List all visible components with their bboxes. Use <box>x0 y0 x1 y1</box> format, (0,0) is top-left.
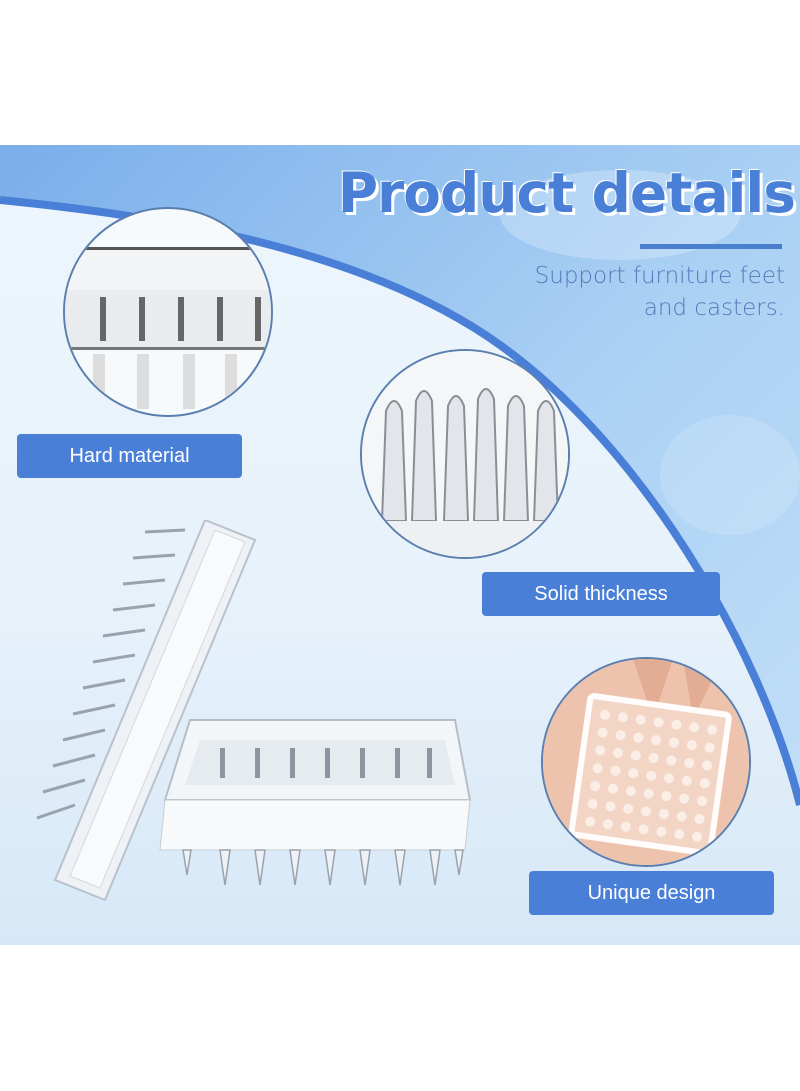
background-arc-graphic <box>0 145 800 945</box>
feature-image-solid-thickness <box>360 349 570 559</box>
page-title: Product details <box>337 161 796 225</box>
subtitle-line-2: and casters. <box>643 295 785 321</box>
title-underline <box>640 244 782 249</box>
feature-label-solid-thickness: Solid thickness <box>482 572 720 616</box>
product-details-panel: Product details Support furniture feet a… <box>0 145 800 945</box>
pad-surface-closeup-graphic <box>65 247 271 409</box>
subtitle: Support furniture feet and casters. <box>480 260 785 324</box>
tapered-spikes-closeup-graphic <box>362 351 568 557</box>
product-caster-cups-graphic <box>36 520 472 902</box>
feature-image-hard-material <box>63 207 273 417</box>
subtitle-line-1: Support furniture feet <box>534 263 785 289</box>
pad-in-palm-graphic <box>543 659 749 865</box>
feature-image-unique-design <box>541 657 751 867</box>
feature-label-hard-material: Hard material <box>17 434 242 478</box>
feature-label-unique-design: Unique design <box>529 871 774 915</box>
